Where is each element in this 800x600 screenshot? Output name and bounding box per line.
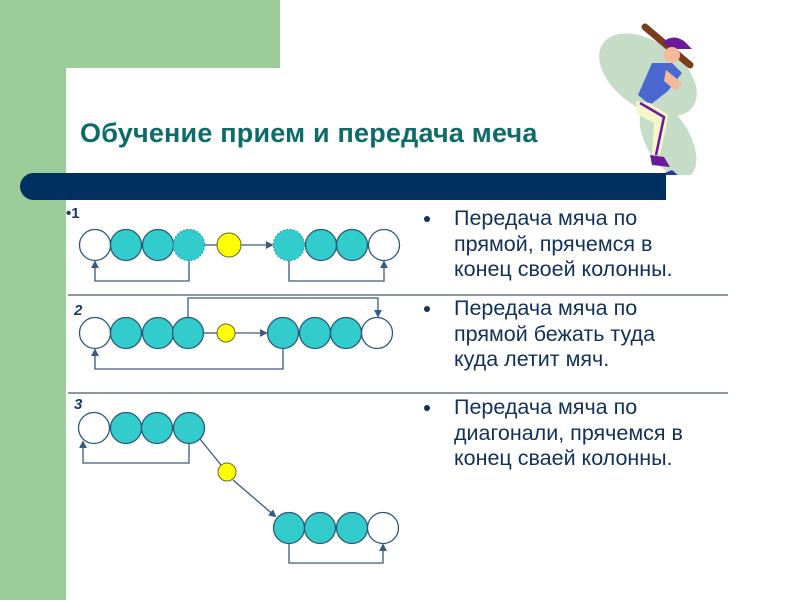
- pants-stripe: [639, 101, 666, 156]
- row-label-2: 2: [74, 302, 83, 319]
- bullet-item-2: Передача мяча по прямой бежать туда куда…: [420, 296, 750, 395]
- bullet-line: куда летит мяч.: [454, 347, 610, 371]
- row-label-1: •1: [66, 205, 80, 222]
- bullet-dot: [424, 216, 430, 222]
- bullet-line: конец сваей колонны.: [454, 446, 673, 470]
- bullet-dot: [424, 405, 430, 411]
- row-number: 1: [71, 205, 80, 222]
- player-circle: [335, 228, 369, 262]
- player-circle: [141, 228, 175, 262]
- movement-arrow: [91, 348, 284, 370]
- head: [664, 47, 680, 63]
- row-divider: [68, 392, 728, 394]
- movement-arrow: [232, 479, 277, 518]
- empty-position-circle: [367, 228, 401, 262]
- ball: [216, 323, 236, 343]
- bullet-item-1: Передача мяча по прямой, прячемся в коне…: [420, 206, 750, 296]
- empty-position-circle: [366, 511, 400, 545]
- player-circle: [172, 228, 206, 262]
- bullet-dot: [424, 306, 430, 312]
- movement-arrow: [288, 543, 387, 564]
- slide-title: Обучение прием и передача меча: [80, 118, 538, 148]
- bullet-line: Передача мяча по: [454, 206, 638, 230]
- player-circle: [140, 411, 174, 445]
- player-circle: [109, 411, 143, 445]
- movement-arrow: [91, 260, 190, 282]
- empty-position-circle: [360, 316, 394, 350]
- green-accent-left: [0, 0, 66, 600]
- player-circle: [335, 511, 369, 545]
- player-circle: [272, 511, 306, 545]
- player-circle: [109, 316, 143, 350]
- bat: [641, 23, 694, 69]
- arm: [664, 70, 682, 91]
- bullet-item-3: Передача мяча по диагонали, прячемся в к…: [420, 395, 750, 472]
- bullet-line: прямой, прячемся в: [454, 231, 653, 256]
- bullet-line: диагонали, прячемся в: [454, 420, 683, 445]
- movement-arrow: [79, 440, 190, 464]
- player-circle: [329, 316, 363, 350]
- row-divider: [68, 294, 728, 296]
- bullet-line: Передача мяча по: [454, 395, 638, 419]
- player-circle: [303, 511, 337, 545]
- bullet-line: прямой бежать туда: [454, 321, 656, 346]
- bullet-line: конец своей колонны.: [454, 257, 673, 281]
- player-circle: [141, 316, 175, 350]
- player-circle: [304, 228, 338, 262]
- empty-position-circle: [78, 228, 112, 262]
- row-label-3: 3: [74, 396, 83, 413]
- bullet-list: Передача мяча по прямой, прячемся в коне…: [420, 206, 750, 472]
- ball: [216, 232, 242, 258]
- movement-arrow: [187, 297, 382, 318]
- empty-position-circle: [78, 316, 112, 350]
- player-circle: [171, 316, 205, 350]
- title-underline-bar: [20, 173, 666, 200]
- player-circle: [109, 228, 143, 262]
- player-circle: [266, 316, 300, 350]
- row-label-prefix: •: [66, 205, 72, 222]
- shoe: [650, 155, 670, 167]
- ball: [217, 462, 237, 482]
- empty-position-circle: [77, 411, 111, 445]
- cap: [662, 37, 692, 49]
- player-circle: [172, 411, 206, 445]
- baseball-batter-icon: [599, 23, 697, 175]
- player-circle: [298, 316, 332, 350]
- bullet-line: Передача мяча по: [454, 296, 638, 320]
- movement-arrow: [288, 260, 388, 282]
- player-circle: [272, 228, 306, 262]
- movement-line: [199, 438, 222, 466]
- jersey: [638, 63, 682, 105]
